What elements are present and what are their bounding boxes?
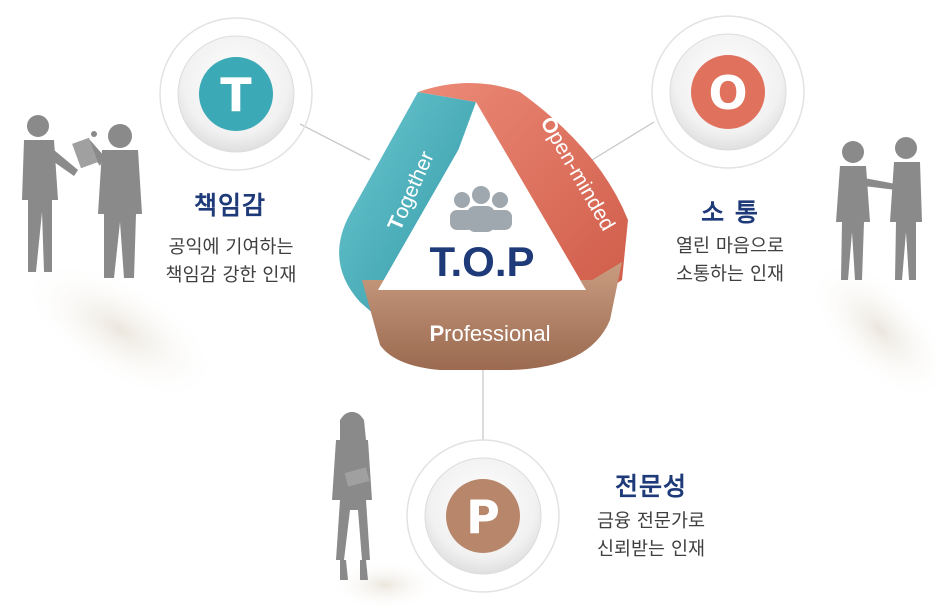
professional-initial: P: [429, 321, 444, 346]
letter-p: P: [466, 490, 500, 544]
value-title-p: 전문성: [614, 472, 687, 501]
value-desc-t-line-1: 공익에 기여하는: [168, 237, 294, 258]
value-desc-o-line-2: 소통하는 인재: [675, 264, 784, 285]
value-desc-p-line-1: 금융 전문가로: [596, 511, 705, 532]
floor-shadow-left: [21, 260, 219, 400]
disc-o: O: [651, 15, 805, 169]
open-minded-band: [418, 83, 628, 300]
floor-shadow-right: [808, 258, 936, 402]
top-triangle: T.O.P Together Open-minded Professional: [339, 83, 628, 370]
value-desc-t: 공익에 기여하는 책임감 강한 인재: [136, 234, 326, 290]
value-title-o: 소 통: [701, 198, 759, 227]
top-label: T.O.P: [429, 238, 534, 285]
professional-text: Professional: [429, 321, 550, 346]
floor-shadow-bottom: [330, 560, 440, 610]
connector-o: [591, 121, 655, 161]
together-band: [339, 92, 476, 330]
letter-t: T: [220, 68, 252, 122]
people-group-icon: [450, 186, 512, 232]
value-desc-p: 금융 전문가로 신뢰받는 인재: [566, 508, 736, 564]
businesswoman-silhouette: [332, 412, 372, 580]
disc-p: P: [406, 439, 560, 593]
handshake-silhouette-right: [836, 137, 922, 280]
value-desc-o-line-1: 열린 마음으로: [675, 236, 784, 257]
value-desc-o: 열린 마음으로 소통하는 인재: [645, 233, 815, 289]
businessmen-silhouette-left: [22, 115, 142, 278]
professional-rest: rofessional: [444, 321, 550, 346]
disc-t: T: [159, 17, 313, 171]
value-desc-p-line-2: 신뢰받는 인재: [596, 539, 705, 560]
letter-o: O: [708, 66, 747, 120]
value-title-t: 책임감: [193, 191, 266, 220]
connector-t: [299, 123, 371, 161]
value-desc-t-line-2: 책임감 강한 인재: [165, 265, 297, 286]
